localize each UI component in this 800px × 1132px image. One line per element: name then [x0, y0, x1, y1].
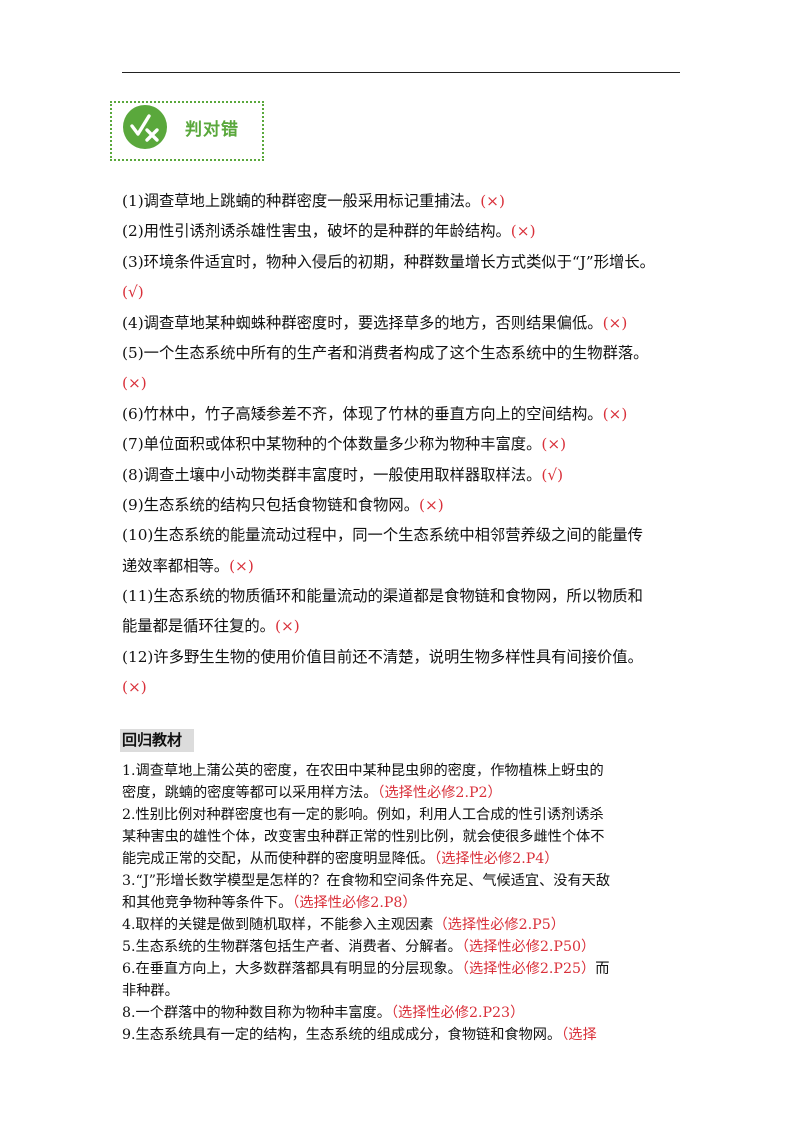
- line-text: (10)生态系统的能量流动过程中，同一个生态系统中相邻营养级之间的能量传: [122, 526, 643, 545]
- text-line: (7)单位面积或体积中某物种的个体数量多少称为物种丰富度。(×): [122, 429, 694, 459]
- text-line: 2.性别比例对种群密度也有一定的影响。例如，利用人工合成的性引诱剂诱杀: [122, 804, 694, 826]
- line-text: (7)单位面积或体积中某物种的个体数量多少称为物种丰富度。: [122, 435, 542, 454]
- text-line: 3.“J”形增长数学模型是怎样的？在食物和空间条件充足、气候适宜、没有天敌: [122, 870, 694, 892]
- answer-mark: (×): [602, 313, 628, 332]
- text-line: 4.取样的关键是做到随机取样，不能参入主观因素（选择性必修2.P5）: [122, 914, 694, 936]
- line-text: 而: [595, 961, 610, 977]
- answer-mark: (×): [274, 617, 300, 636]
- text-line: (1)调查草地上跳蝻的种群密度一般采用标记重捕法。(×): [122, 186, 694, 216]
- text-line: 6.在垂直方向上，大多数群落都具有明显的分层现象。（选择性必修2.P25）而: [122, 958, 694, 980]
- answer-mark: （选择性必修2.P25）: [461, 961, 596, 977]
- line-text: 2.性别比例对种群密度也有一定的影响。例如，利用人工合成的性引诱剂诱杀: [122, 807, 604, 823]
- text-line: 能量都是循环往复的。(×): [122, 611, 694, 641]
- text-line: (×): [122, 672, 694, 702]
- text-line: 和其他竞争物种等条件下。（选择性必修2.P8）: [122, 892, 694, 914]
- line-text: 能完成正常的交配，从而使种群的密度明显降低。: [122, 851, 435, 867]
- answer-mark: (×): [602, 404, 628, 423]
- answer-mark: （选择性必修2.P2）: [377, 785, 502, 801]
- review-list: 1.调查草地上蒲公英的密度，在农田中某种昆虫卵的密度，作物植株上蚜虫的密度，跳蝻…: [122, 760, 694, 1046]
- answer-mark: (×): [480, 192, 505, 210]
- line-text: (11)生态系统的物质循环和能量流动的渠道都是食物链和食物网，所以物质和: [122, 587, 643, 606]
- text-line: 递效率都相等。(×): [122, 551, 694, 581]
- text-line: 5.生态系统的生物群落包括生产者、消费者、分解者。（选择性必修2.P50）: [122, 936, 694, 958]
- text-line: 某种害虫的雄性个体，改变害虫种群正常的性别比例，就会使很多雌性个体不: [122, 826, 694, 848]
- line-text: 4.取样的关键是做到随机取样，不能参入主观因素: [122, 917, 434, 933]
- text-line: (4)调查草地某种蜘蛛种群密度时，要选择草多的地方，否则结果偏低。(×): [122, 308, 694, 338]
- answer-mark: （选择性必修2.P50）: [461, 939, 596, 955]
- answer-mark: （选择性必修2.P4）: [434, 851, 559, 867]
- line-text: 和其他竞争物种等条件下。: [122, 895, 293, 911]
- text-line: (√): [122, 277, 694, 307]
- line-text: (3)环境条件适宜时，物种入侵后的初期，种群数量增长方式类似于“J”形增长。: [122, 252, 655, 271]
- line-text: (5)一个生态系统中所有的生产者和消费者构成了这个生态系统中的生物群落。: [122, 343, 649, 362]
- answer-mark: (×): [229, 556, 254, 575]
- text-line: 密度，跳蝻的密度等都可以采用样方法。（选择性必修2.P2）: [122, 782, 694, 804]
- answer-mark: (×): [541, 435, 567, 454]
- text-line: (10)生态系统的能量流动过程中，同一个生态系统中相邻营养级之间的能量传: [122, 520, 694, 550]
- line-text: (6)竹林中，竹子高矮参差不齐，体现了竹林的垂直方向上的空间结构。: [122, 404, 603, 423]
- text-line: (12)许多野生生物的使用价值目前还不清楚，说明生物多样性具有间接价值。: [122, 642, 694, 672]
- text-line: (6)竹林中，竹子高矮参差不齐，体现了竹林的垂直方向上的空间结构。(×): [122, 399, 694, 429]
- text-line: (8)调查土壤中小动物类群丰富度时，一般使用取样器取样法。(√): [122, 460, 694, 490]
- answer-mark: (√): [541, 465, 564, 484]
- line-text: (8)调查土壤中小动物类群丰富度时，一般使用取样器取样法。: [122, 465, 542, 484]
- line-text: 密度，跳蝻的密度等都可以采用样方法。: [122, 785, 378, 801]
- check-cross-icon: [123, 105, 167, 149]
- section-badge: 判对错: [110, 101, 264, 161]
- line-text: (4)调查草地某种蜘蛛种群密度时，要选择草多的地方，否则结果偏低。: [122, 313, 603, 332]
- line-text: 某种害虫的雄性个体，改变害虫种群正常的性别比例，就会使很多雌性个体不: [122, 829, 605, 845]
- text-line: 非种群。: [122, 980, 694, 1002]
- line-text: 能量都是循环往复的。: [122, 617, 275, 636]
- line-text: 递效率都相等。: [122, 556, 230, 575]
- true-false-list: (1)调查草地上跳蝻的种群密度一般采用标记重捕法。(×)(2)用性引诱剂诱杀雄性…: [122, 186, 694, 703]
- answer-mark: （选择性必修2.P5）: [433, 917, 565, 933]
- answer-mark: (×): [419, 495, 444, 514]
- answer-mark: (√): [122, 283, 144, 302]
- line-text: 非种群。: [122, 983, 179, 999]
- line-text: 3.“J”形增长数学模型是怎样的？在食物和空间条件充足、气候适宜、没有天敌: [122, 873, 611, 889]
- answer-mark: (×): [122, 374, 147, 393]
- text-line: (3)环境条件适宜时，物种入侵后的初期，种群数量增长方式类似于“J”形增长。: [122, 247, 694, 277]
- answer-mark: (×): [122, 678, 147, 697]
- text-line: 1.调查草地上蒲公英的密度，在农田中某种昆虫卵的密度，作物植株上蚜虫的: [122, 760, 694, 782]
- line-text: (1)调查草地上跳蝻的种群密度一般采用标记重捕法。: [122, 192, 481, 210]
- line-text: 1.调查草地上蒲公英的密度，在农田中某种昆虫卵的密度，作物植株上蚜虫的: [122, 763, 604, 779]
- line-text: 5.生态系统的生物群落包括生产者、消费者、分解者。: [122, 939, 462, 955]
- text-line: (2)用性引诱剂诱杀雄性害虫，破坏的是种群的年龄结构。(×): [122, 216, 694, 246]
- header-rule: [122, 72, 680, 73]
- answer-mark: (×): [510, 222, 536, 241]
- line-text: 6.在垂直方向上，大多数群落都具有明显的分层现象。: [122, 961, 462, 977]
- text-line: (5)一个生态系统中所有的生产者和消费者构成了这个生态系统中的生物群落。: [122, 338, 694, 368]
- line-text: 9.生态系统具有一定的结构，生态系统的组成成分，食物链和食物网。: [122, 1027, 562, 1043]
- badge-title: 判对错: [185, 120, 239, 140]
- line-text: (9)生态系统的结构只包括食物链和食物网。: [122, 495, 420, 514]
- line-text: 8.一个群落中的物种数目称为物种丰富度。: [122, 1005, 391, 1021]
- text-line: 能完成正常的交配，从而使种群的密度明显降低。（选择性必修2.P4）: [122, 848, 694, 870]
- text-line: (9)生态系统的结构只包括食物链和食物网。(×): [122, 490, 694, 520]
- line-text: (2)用性引诱剂诱杀雄性害虫，破坏的是种群的年龄结构。: [122, 222, 511, 241]
- text-line: 9.生态系统具有一定的结构，生态系统的组成成分，食物链和食物网。（选择: [122, 1024, 694, 1046]
- answer-mark: （选择性必修2.P23）: [390, 1005, 525, 1021]
- text-line: (11)生态系统的物质循环和能量流动的渠道都是食物链和食物网，所以物质和: [122, 581, 694, 611]
- text-line: (×): [122, 368, 694, 398]
- text-line: 8.一个群落中的物种数目称为物种丰富度。（选择性必修2.P23）: [122, 1002, 694, 1024]
- review-section-title: 回归教材: [120, 729, 194, 752]
- line-text: (12)许多野生生物的使用价值目前还不清楚，说明生物多样性具有间接价值。: [122, 647, 643, 666]
- answer-mark: （选择性必修2.P8）: [292, 895, 417, 911]
- answer-mark: （选择: [561, 1027, 597, 1043]
